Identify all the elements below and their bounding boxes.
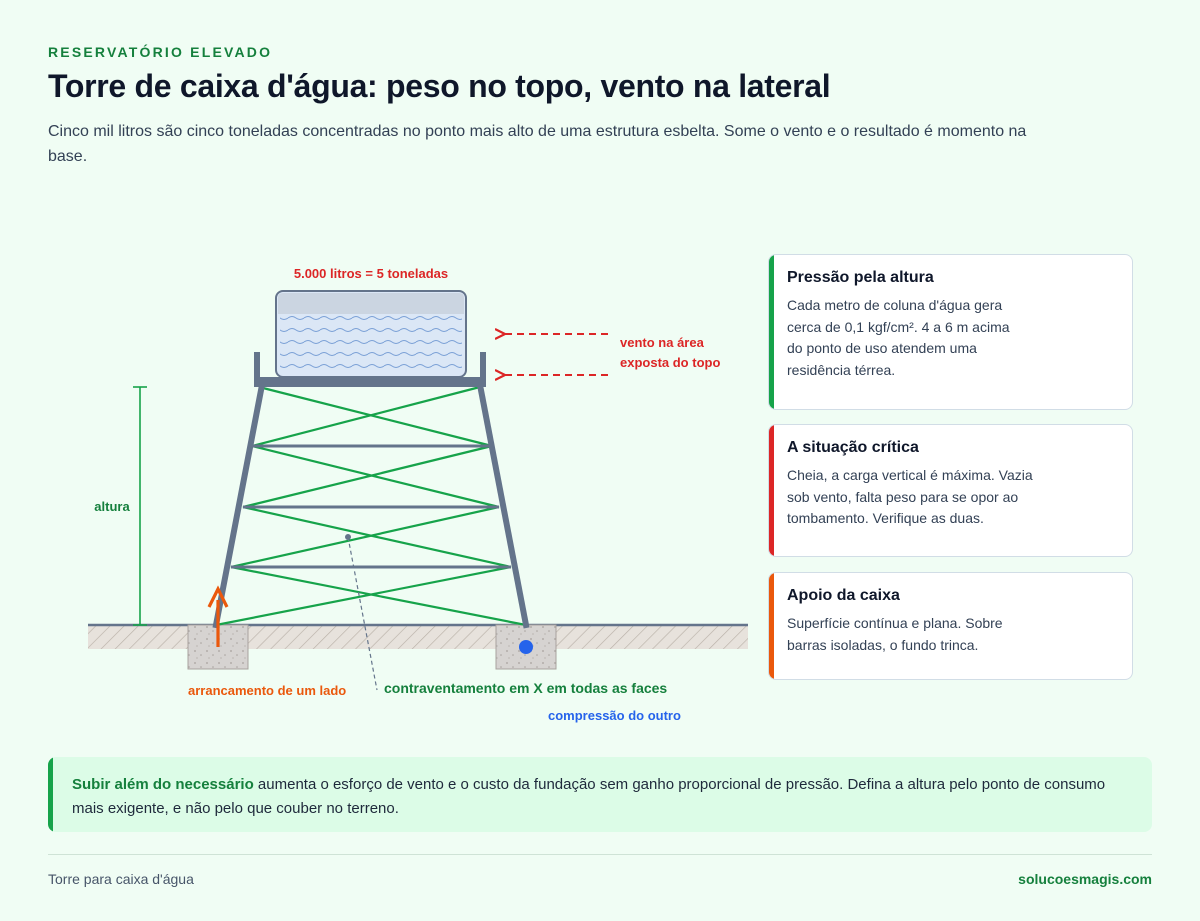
callout-strong: Subir além do necessário [72, 776, 254, 793]
x-bracing [215, 385, 527, 627]
footer-site: solucoesmagis.com [1018, 871, 1152, 887]
tower-diagram: 5.000 litros = 5 toneladas vento na área… [0, 230, 760, 740]
callout-text: aumenta o esforço de vento e o custo da … [72, 776, 1106, 817]
platform-rail-right [480, 352, 486, 382]
horizontal-struts [231, 444, 511, 569]
compression-dot [519, 640, 533, 654]
page-title: Torre de caixa d'água: peso no topo, ven… [48, 68, 831, 104]
uplift-arrow [207, 585, 229, 647]
height-dimension [133, 386, 147, 626]
card-support: Apoio da caixa Superfície contínua e pla… [768, 572, 1133, 680]
card-body: Cheia, a carga vertical é máxima. Vazia … [787, 467, 1033, 526]
bracing-label: contraventamento em X em todas as faces [384, 680, 667, 696]
water-tank [275, 290, 467, 378]
card-title: A situação crítica [787, 439, 919, 456]
height-label: altura [94, 499, 130, 514]
footer-title: Torre para caixa d'água [48, 871, 194, 887]
card-pressure: Pressão pela altura Cada metro de coluna… [768, 254, 1133, 410]
tower-legs [212, 381, 530, 629]
card-title: Pressão pela altura [787, 269, 934, 286]
wind-label-line1: vento na área [620, 335, 705, 350]
bracing-leader-line [347, 536, 378, 691]
platform [254, 377, 486, 387]
card-body: Cada metro de coluna d'água gera cerca d… [787, 297, 1010, 378]
platform-rail-left [254, 352, 260, 382]
page-subtitle: Cinco mil litros são cinco toneladas con… [48, 123, 1027, 165]
card-critical: A situação crítica Cheia, a carga vertic… [768, 424, 1133, 557]
wind-arrows [505, 334, 608, 375]
callout-note: Subir além do necessário aumenta o esfor… [48, 757, 1152, 832]
wind-label-line2: exposta do topo [620, 355, 720, 370]
uplift-label: arrancamento de um lado [188, 683, 346, 698]
footer-divider [48, 854, 1152, 855]
tank-label: 5.000 litros = 5 toneladas [294, 266, 448, 281]
card-body: Superfície contínua e plana. Sobre barra… [787, 615, 1003, 653]
compression-label: compressão do outro [548, 708, 681, 723]
eyebrow: RESERVATÓRIO ELEVADO [48, 44, 273, 60]
ground-hatch [88, 625, 748, 649]
card-title: Apoio da caixa [787, 587, 900, 604]
